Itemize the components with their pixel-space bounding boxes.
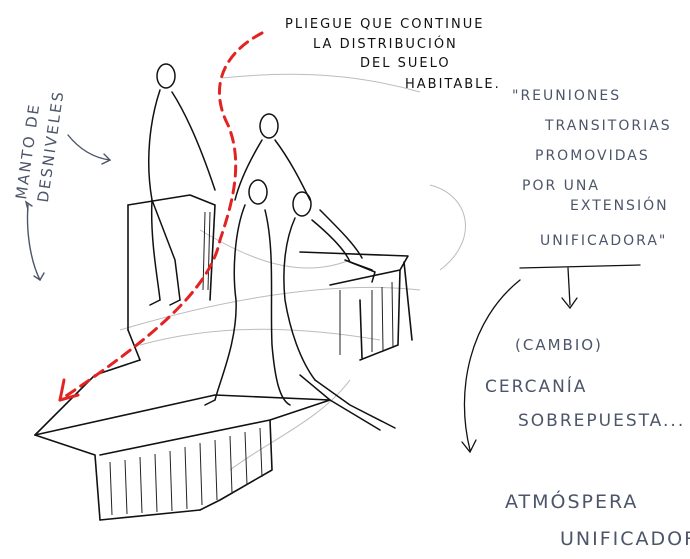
change-note: (CAMBIO) [515, 336, 603, 354]
fold-note-line1: PLIEGUE QUE CONTINUE [285, 17, 484, 32]
meetings-note-line5: EXTENSIÓN [570, 196, 669, 214]
meetings-note-line4: POR UNA [522, 178, 600, 194]
meetings-note-line3: PROMOVIDAS [535, 148, 650, 164]
closeness-note-line1: CERCANÍA [485, 375, 587, 397]
fold-note-line3: DEL SUELO [360, 56, 451, 71]
fold-note-line4: HABITABLE. [405, 77, 501, 92]
fold-note: PLIEGUE QUE CONTINUE LA DISTRIBUCIÓN DEL… [285, 17, 501, 92]
figure-head [157, 64, 175, 88]
human-figures [149, 64, 395, 430]
pencil-guides [120, 74, 465, 470]
atmosphere-note-line1: ATMÓSPERA [505, 489, 638, 513]
atmosphere-note: ATMÓSPERA UNIFICADORA [505, 489, 690, 550]
vertical-note: MANTO DE DESNIVELES [12, 86, 67, 204]
meetings-note-line1: "REUNIONES [512, 88, 621, 104]
meetings-note: "REUNIONES TRANSITORIAS PROMOVIDAS POR U… [512, 88, 672, 249]
meetings-note-line6: UNIFICADORA" [540, 233, 667, 249]
platform-hatching [110, 212, 393, 515]
blue-arrows [26, 135, 110, 280]
atmosphere-note-line2: UNIFICADORA [560, 528, 690, 550]
closeness-note: CERCANÍA SOBREPUESTA... [485, 375, 685, 431]
closeness-note-line2: SOBREPUESTA... [518, 411, 685, 431]
fold-note-line2: LA DISTRIBUCIÓN [313, 36, 458, 52]
meetings-note-line2: TRANSITORIAS [544, 118, 672, 134]
